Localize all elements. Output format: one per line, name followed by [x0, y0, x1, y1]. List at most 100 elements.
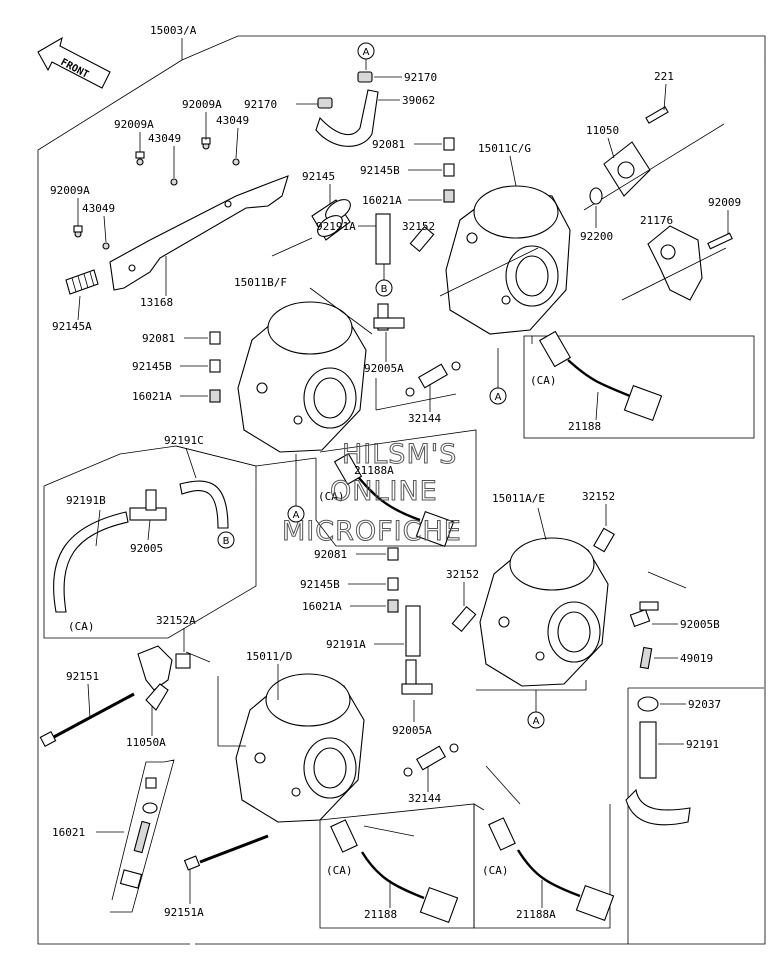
- label-32144-2: 32144: [408, 792, 441, 805]
- label-92200: 92200: [580, 230, 613, 243]
- label-32144-1: 32144: [408, 412, 441, 425]
- front-arrow-icon: FRONT: [37, 36, 111, 89]
- ca-label-2: (CA): [68, 620, 95, 633]
- label-92081-1: 92081: [372, 138, 405, 151]
- label-92191B: 92191B: [66, 494, 106, 507]
- watermark-line3: MICROFICHE: [282, 516, 462, 547]
- label-92151A: 92151A: [164, 906, 204, 919]
- label-92081-3: 92081: [314, 548, 347, 561]
- label-32152-1: 32152: [402, 220, 435, 233]
- screw-92009: [707, 232, 733, 250]
- label-49019: 49019: [680, 652, 713, 665]
- label-92170-a: 92170: [404, 71, 437, 84]
- hose-92191B: [53, 511, 129, 613]
- ca-box-21188A-bottom: [473, 804, 611, 929]
- plug-32152A: [175, 653, 191, 669]
- carburetor-15011BF: [237, 301, 367, 453]
- tube-92191A-mid: [405, 605, 421, 657]
- hose-92191: [625, 721, 691, 826]
- watermark-line1: HILSM'S: [342, 439, 457, 470]
- label-92005A-1: 92005A: [364, 362, 404, 375]
- hose-39062: [315, 71, 379, 147]
- label-221: 221: [654, 70, 674, 83]
- label-92037: 92037: [688, 698, 721, 711]
- pipe-32144-lower: [403, 743, 459, 777]
- screw-221: [645, 106, 669, 124]
- plug-32152-mid: [451, 605, 477, 633]
- label-92191A-1: 92191A: [316, 220, 356, 233]
- ca-box-21188-top: [523, 335, 755, 439]
- screw-92151: [39, 692, 135, 747]
- watermark: HILSM'S ONLINE MICROFICHE: [282, 439, 462, 548]
- label-16021A-1: 16021A: [362, 194, 402, 207]
- label-21176: 21176: [640, 214, 673, 227]
- bolt-washer-group: [73, 137, 240, 250]
- screw-92151A: [183, 834, 269, 871]
- label-32152-3: 32152: [446, 568, 479, 581]
- callout-b1: B: [381, 284, 388, 295]
- sensor-21176: [647, 225, 703, 301]
- clamp-92037: [637, 696, 659, 712]
- carburetor-15011CG: [445, 185, 571, 335]
- fitting-92005B: [629, 601, 659, 628]
- label-43049-1: 43049: [216, 114, 249, 127]
- carburetor-15011AE: [479, 537, 609, 687]
- label-15011CG: 15011C/G: [478, 142, 531, 155]
- label-92151: 92151: [66, 670, 99, 683]
- wire-21188-top: [538, 330, 663, 422]
- label-92170-b: 92170: [244, 98, 277, 111]
- label-15011BF: 15011B/F: [234, 276, 287, 289]
- label-92009A-3: 92009A: [50, 184, 90, 197]
- plug-32152-top: [409, 225, 435, 253]
- part-49019: [639, 646, 653, 670]
- parts-stack-left: [209, 331, 221, 403]
- tee-92005A-lower: [401, 659, 433, 695]
- spring-92145A: [65, 269, 99, 295]
- label-92145B-3: 92145B: [300, 578, 340, 591]
- label-92145A: 92145A: [52, 320, 92, 333]
- callout-a2: A: [495, 392, 502, 403]
- label-92145: 92145: [302, 170, 335, 183]
- tee-92005: [129, 489, 167, 521]
- bracket-11050A: [137, 645, 173, 711]
- label-92009A-2: 92009A: [114, 118, 154, 131]
- label-32152A: 32152A: [156, 614, 196, 627]
- label-21188A-1: 21188A: [354, 464, 394, 477]
- ca-label-4: (CA): [326, 864, 353, 877]
- ca-box-21188A: [315, 429, 477, 547]
- holder-11050: [603, 141, 651, 197]
- tube-92191A-top: [375, 213, 391, 265]
- callout-b2: B: [223, 536, 230, 547]
- pipe-32144-top: [405, 361, 461, 397]
- label-43049-2: 43049: [148, 132, 181, 145]
- hose-92191C: [179, 480, 229, 529]
- label-92009: 92009: [708, 196, 741, 209]
- parts-stack-mid: [387, 547, 399, 613]
- label-92005B: 92005B: [680, 618, 720, 631]
- label-11050: 11050: [586, 124, 619, 137]
- label-92005: 92005: [130, 542, 163, 555]
- assembly-label: 15003/A: [150, 24, 197, 37]
- label-92191: 92191: [686, 738, 719, 751]
- box-16021: [110, 759, 175, 913]
- label-92191A-2: 92191A: [326, 638, 366, 651]
- ca-label-5: (CA): [482, 864, 509, 877]
- assembly-frame: [181, 35, 766, 945]
- wire-21188A-bottom: [488, 817, 615, 922]
- label-16021A-3: 16021A: [302, 600, 342, 613]
- label-11050A: 11050A: [126, 736, 166, 749]
- label-16021A-2: 16021A: [132, 390, 172, 403]
- label-43049-3: 43049: [82, 202, 115, 215]
- assembly-frame-left: [37, 59, 190, 945]
- ca-label-3: (CA): [318, 490, 345, 503]
- bracket-13168: [109, 175, 289, 291]
- oring-92200: [589, 187, 603, 205]
- callout-a4: A: [533, 716, 540, 727]
- callout-a1: A: [363, 47, 370, 58]
- label-21188-2: 21188: [364, 908, 397, 921]
- label-15011D: 15011/D: [246, 650, 292, 663]
- jet-16021-group: [119, 777, 158, 889]
- label-21188A-2: 21188A: [516, 908, 556, 921]
- plug-32152-right: [593, 527, 615, 553]
